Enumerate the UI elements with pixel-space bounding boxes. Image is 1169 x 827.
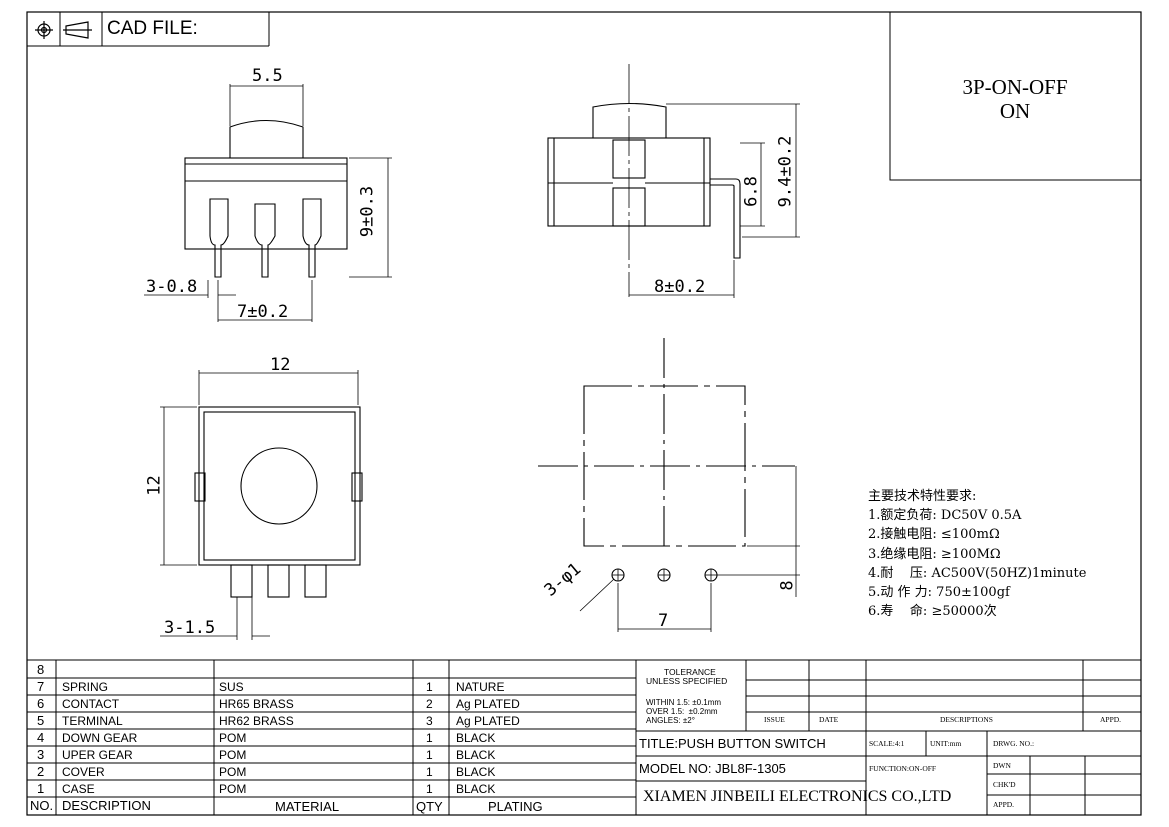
approved-label: APPD. (993, 800, 1015, 809)
bom-row-qty: 1 (426, 765, 433, 779)
sheet-border (26, 11, 1142, 816)
bom-row-description: DOWN GEAR (62, 731, 138, 745)
dim-pin-pitch: 7±0.2 (237, 302, 289, 322)
bom-row-material: POM (219, 782, 247, 796)
bom-row-material: POM (219, 731, 247, 745)
descriptions-label: DESCRIPTIONS (940, 715, 993, 724)
date-label: DATE (819, 715, 839, 724)
bom-row-plating: Ag PLATED (456, 714, 520, 728)
bom-row-qty: 1 (426, 782, 433, 796)
dim-side-width: 8±0.2 (654, 277, 706, 297)
bom-row-description: SPRING (62, 680, 109, 694)
dim-top-view-height: 12 (144, 475, 165, 496)
bom-row-plating: BLACK (456, 748, 496, 762)
header-box (27, 12, 270, 47)
drawing-number-label: DRWG. NO.: (993, 739, 1035, 748)
unit-label: UNIT:mm (930, 739, 962, 748)
bom-header-no: NO. (30, 798, 54, 813)
tolerance-over: OVER 1.5: ±0.2mm (646, 707, 718, 716)
first-angle-projection-icon (35, 21, 92, 39)
bom-row-qty: 3 (426, 714, 433, 728)
bom-header-material: MATERIAL (275, 799, 340, 814)
tolerance-angles: ANGLES: ±2° (646, 716, 695, 725)
model-number: MODEL NO: JBL8F-1305 (639, 761, 786, 776)
bom-row-material: HR65 BRASS (219, 697, 294, 711)
spec-list: 主要技术特性要求: 1.额定负荷: DC50V 0.5A 2.接触电阻: ≤10… (868, 487, 1086, 621)
dim-front-height: 9±0.3 (357, 185, 378, 238)
spec-item: 4.耐 压: AC500V(50HZ)1minute (868, 565, 1087, 581)
tolerance-within: WITHIN 1.5: ±0.1mm (646, 698, 722, 707)
appd-label: APPD. (1100, 715, 1122, 724)
variant-box (889, 12, 1141, 181)
drawn-label: DWN (993, 761, 1011, 770)
dim-top-width: 5.5 (252, 66, 283, 86)
spec-item: 1.额定负荷: DC50V 0.5A (868, 508, 1022, 524)
checked-label: CHK'D (993, 780, 1016, 789)
spec-item: 6.寿 命: ≥50000次 (868, 604, 997, 620)
variant-line-2: ON (999, 99, 1031, 123)
bom-row-material: POM (219, 765, 247, 779)
bom-header-qty: QTY (416, 799, 443, 814)
bom-row-no: 7 (37, 679, 45, 694)
issue-label: ISSUE (764, 715, 785, 724)
bom-row-plating: BLACK (456, 782, 496, 796)
bom-row-plating: BLACK (456, 731, 496, 745)
bom-row-qty: 2 (426, 697, 433, 711)
dim-pcb-pitch: 7 (658, 611, 669, 631)
bom-row-no: 8 (37, 662, 45, 677)
tolerance-subtitle: UNLESS SPECIFIED (646, 676, 728, 686)
cad-file-label: CAD FILE: (107, 18, 198, 39)
bom-row-no: 4 (37, 730, 45, 745)
scale-label: SCALE:4:1 (869, 739, 905, 748)
bom-row-material: SUS (219, 680, 244, 694)
dim-side-inner-height: 6.8 (741, 176, 762, 207)
bom-row-qty: 1 (426, 748, 433, 762)
bom-row-description: CASE (62, 782, 95, 796)
bom-header-plating: PLATING (488, 799, 543, 814)
bom-row-no: 2 (37, 764, 45, 779)
bom-row-description: CONTACT (62, 697, 120, 711)
dim-pcb-height: 8 (777, 580, 798, 591)
bom-row-qty: 1 (426, 731, 433, 745)
bom-row-no: 6 (37, 696, 45, 711)
title-block-grid (636, 660, 1141, 815)
bom-row-plating: NATURE (456, 680, 505, 694)
spec-item: 2.接触电阻: ≤100mΩ (868, 527, 1000, 543)
front-view (144, 84, 392, 322)
bom-row-no: 1 (37, 781, 45, 796)
spec-title: 主要技术特性要求: (868, 489, 977, 504)
bom-row-qty: 1 (426, 680, 433, 694)
bom-row-plating: BLACK (456, 765, 496, 779)
bom-row-material: HR62 BRASS (219, 714, 294, 728)
dim-side-total-height: 9.4±0.2 (775, 135, 796, 208)
bom-row-description: COVER (62, 765, 105, 779)
drawing-title: TITLE:PUSH BUTTON SWITCH (639, 736, 826, 751)
dim-top-view-width: 12 (270, 355, 291, 375)
bom-row-material: POM (219, 748, 247, 762)
dim-top-pin-width: 3-1.5 (164, 618, 216, 638)
dim-pin-width: 3-0.8 (146, 277, 198, 297)
bom-row-description: TERMINAL (62, 714, 123, 728)
top-view (160, 370, 363, 640)
variant-line-1: 3P-ON-OFF (962, 75, 1068, 99)
side-view (547, 64, 800, 298)
bom-table-grid (27, 659, 1141, 815)
bom-row-description: UPER GEAR (62, 748, 133, 762)
bom-header-description: DESCRIPTION (62, 798, 151, 813)
spec-item: 5.动 作 力: 750±100gf (868, 585, 1010, 601)
pcb-layout (538, 338, 800, 632)
bom-row-plating: Ag PLATED (456, 697, 520, 711)
bom-row-no: 3 (37, 747, 45, 762)
company-name: XIAMEN JINBEILI ELECTRONICS CO.,LTD (643, 788, 952, 805)
tolerance-title: TOLERANCE (664, 667, 716, 677)
bom-row-no: 5 (37, 713, 45, 728)
function-label: FUNCTION:ON-OFF (869, 764, 937, 773)
spec-item: 3.绝缘电阻: ≥100MΩ (868, 546, 1001, 562)
